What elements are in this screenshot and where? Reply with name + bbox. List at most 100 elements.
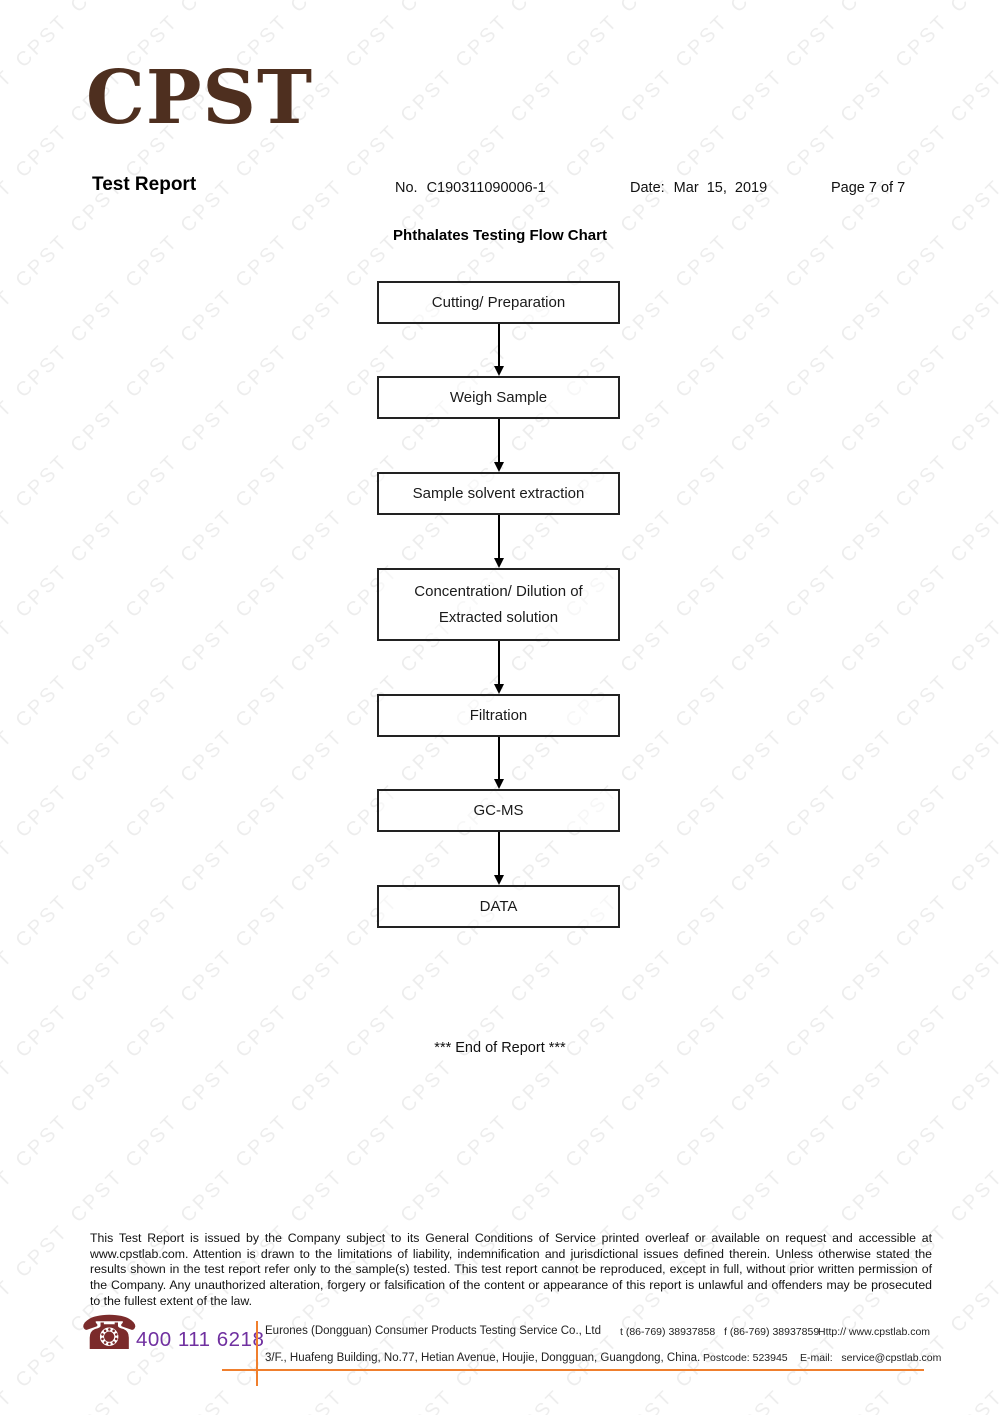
- watermark-text: CPST: [891, 780, 954, 843]
- watermark-text: CPST: [121, 670, 184, 733]
- watermark-text: CPST: [11, 1220, 74, 1283]
- watermark-text: CPST: [671, 670, 734, 733]
- watermark-text: CPST: [781, 890, 844, 953]
- watermark-text: CPST: [726, 835, 789, 898]
- watermark-text: CPST: [11, 670, 74, 733]
- flow-step-gc-ms: GC-MS: [377, 789, 620, 832]
- watermark-text: CPST: [506, 1385, 568, 1415]
- watermark-text: CPST: [781, 560, 844, 623]
- watermark-text: CPST: [726, 0, 788, 18]
- watermark-text: CPST: [616, 285, 679, 348]
- watermark-text: CPST: [561, 10, 624, 73]
- watermark-text: CPST: [616, 1385, 678, 1415]
- footer-horizontal-divider: [222, 1369, 924, 1371]
- flow-arrow: [492, 832, 506, 885]
- watermark-text: CPST: [836, 1385, 898, 1415]
- watermark-text: CPST: [836, 0, 898, 18]
- watermark-text: CPST: [561, 120, 624, 183]
- watermark-text: CPST: [946, 835, 1000, 898]
- watermark-text: CPST: [11, 450, 74, 513]
- watermark-text: CPST: [286, 1385, 348, 1415]
- watermark-text: CPST: [0, 615, 19, 678]
- company-fax: f (86-769) 38937859: [724, 1326, 820, 1338]
- arrow-head-icon: [494, 875, 504, 885]
- watermark-text: CPST: [836, 505, 899, 568]
- watermark-text: CPST: [506, 0, 568, 18]
- watermark-text: CPST: [946, 65, 1000, 128]
- watermark-text: CPST: [396, 0, 458, 18]
- watermark-text: CPST: [506, 1055, 569, 1118]
- report-number-label: No.: [395, 180, 418, 196]
- watermark-text: CPST: [11, 780, 74, 843]
- watermark-text: CPST: [946, 1275, 1000, 1338]
- company-postcode: Postcode: 523945: [703, 1352, 788, 1364]
- watermark-text: CPST: [11, 1110, 74, 1173]
- watermark-text: CPST: [66, 725, 129, 788]
- watermark-text: CPST: [726, 615, 789, 678]
- watermark-text: CPST: [946, 1055, 1000, 1118]
- watermark-text: CPST: [231, 780, 294, 843]
- watermark-text: CPST: [616, 835, 679, 898]
- watermark-text: CPST: [0, 945, 19, 1008]
- watermark-text: CPST: [11, 890, 74, 953]
- watermark-text: CPST: [506, 1165, 569, 1228]
- watermark-text: CPST: [836, 1165, 899, 1228]
- watermark-text: CPST: [121, 890, 184, 953]
- watermark-text: CPST: [176, 945, 239, 1008]
- disclaimer-text: This Test Report is issued by the Compan…: [90, 1231, 932, 1308]
- watermark-text: CPST: [176, 835, 239, 898]
- watermark-text: CPST: [396, 1055, 459, 1118]
- watermark-text: CPST: [616, 505, 679, 568]
- watermark-text: CPST: [286, 615, 349, 678]
- flow-step-concentration-dilution: Concentration/ Dilution of Extracted sol…: [377, 568, 620, 641]
- watermark-text: CPST: [781, 450, 844, 513]
- watermark-text: CPST: [781, 10, 844, 73]
- watermark-text: CPST: [946, 0, 1000, 18]
- watermark-text: CPST: [286, 945, 349, 1008]
- watermark-text: CPST: [0, 1055, 19, 1118]
- flow-arrow: [492, 324, 506, 376]
- watermark-text: CPST: [506, 65, 569, 128]
- watermark-text: CPST: [66, 1165, 129, 1228]
- company-email: E-mail: service@cpstlab.com: [800, 1352, 942, 1364]
- watermark-text: CPST: [121, 1110, 184, 1173]
- watermark-text: CPST: [781, 670, 844, 733]
- company-tel: t (86-769) 38937858: [620, 1326, 716, 1338]
- watermark-text: CPST: [66, 395, 129, 458]
- watermark-text: CPST: [726, 505, 789, 568]
- arrow-head-icon: [494, 462, 504, 472]
- watermark-text: CPST: [396, 945, 459, 1008]
- watermark-text: CPST: [176, 1385, 238, 1415]
- watermark-text: CPST: [726, 395, 789, 458]
- watermark-text: CPST: [671, 890, 734, 953]
- watermark-text: CPST: [671, 340, 734, 403]
- watermark-text: CPST: [66, 0, 128, 18]
- watermark-text: CPST: [616, 725, 679, 788]
- watermark-text: CPST: [891, 1110, 954, 1173]
- watermark-text: CPST: [616, 65, 679, 128]
- company-name: Eurones (Dongguan) Consumer Products Tes…: [265, 1325, 602, 1337]
- watermark-text: CPST: [396, 1165, 459, 1228]
- arrow-shaft: [498, 832, 500, 876]
- watermark-text: CPST: [836, 395, 899, 458]
- watermark-text: CPST: [891, 120, 954, 183]
- company-website: Http:// www.cpstlab.com: [818, 1326, 931, 1338]
- watermark-text: CPST: [0, 1275, 19, 1338]
- watermark-text: CPST: [0, 1165, 19, 1228]
- arrow-shaft: [498, 641, 500, 685]
- watermark-text: CPST: [176, 615, 239, 678]
- watermark-text: CPST: [286, 1165, 349, 1228]
- watermark-text: CPST: [66, 1055, 129, 1118]
- watermark-text: CPST: [66, 505, 129, 568]
- watermark-text: CPST: [561, 1110, 624, 1173]
- watermark-text: CPST: [231, 450, 294, 513]
- watermark-text: CPST: [946, 725, 1000, 788]
- watermark-text: CPST: [0, 285, 19, 348]
- watermark-text: CPST: [286, 835, 349, 898]
- watermark-text: CPST: [286, 0, 348, 18]
- watermark-text: CPST: [11, 560, 74, 623]
- watermark-text: CPST: [616, 0, 678, 18]
- watermark-text: CPST: [341, 120, 404, 183]
- arrow-head-icon: [494, 558, 504, 568]
- watermark-text: CPST: [726, 725, 789, 788]
